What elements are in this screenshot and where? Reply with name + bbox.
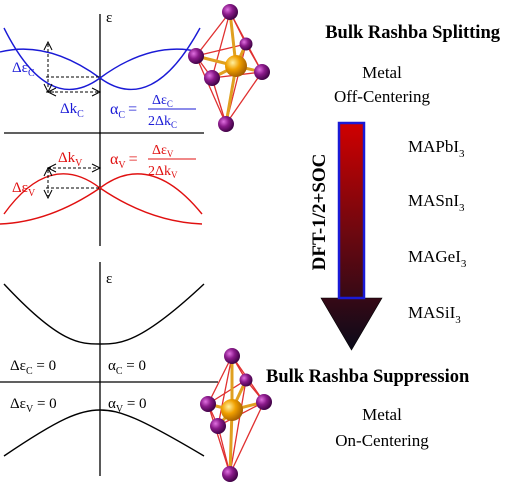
bottom-delta-ev-label: ΔεV = 0 — [10, 396, 57, 415]
iodide-atom-right — [254, 64, 270, 80]
bottom-alpha-c-label: αC = 0 — [108, 358, 146, 377]
iodide-atom-back-2 — [239, 373, 253, 387]
iodide-atom-front — [204, 70, 220, 86]
material-magei3: MAGeI3 — [408, 247, 467, 270]
valence-band-right — [0, 173, 203, 225]
label-on-centering: On-Centering — [335, 431, 429, 450]
title-bulk-rashba-suppression: Bulk Rashba Suppression — [266, 367, 470, 387]
arrow-method-label: DFT-1/2+SOC — [309, 154, 330, 271]
conduction-fraction-numerator: ΔεC — [152, 93, 173, 109]
bottom-axis-label: ε — [106, 271, 112, 287]
octahedron-off-centered — [188, 4, 270, 132]
conduction-alpha-label: αC= — [110, 101, 137, 121]
iodide-atom-front-2 — [210, 418, 226, 434]
conduction-delta-e-label: ΔεC — [12, 60, 35, 79]
top-axis-label: ε — [106, 10, 112, 26]
label-off-centering: Off-Centering — [334, 87, 430, 106]
iodide-atom-left — [188, 48, 204, 64]
iodide-atom-bottom-2 — [222, 466, 238, 482]
material-list: MAPbI3 MASnI3 MAGeI3 MASiI3 — [408, 137, 467, 326]
trend-arrow — [320, 122, 383, 351]
material-masni3: MASnI3 — [408, 191, 465, 214]
conduction-band-right — [0, 27, 201, 91]
valence-delta-k-label: ΔkV — [58, 150, 83, 169]
octahedron-on-centered — [200, 348, 272, 482]
bottom-conduction-band — [3, 283, 205, 345]
title-bulk-rashba-splitting: Bulk Rashba Splitting — [325, 23, 501, 43]
label-metal-bottom: Metal — [362, 405, 402, 424]
bottom-valence-band — [3, 409, 205, 457]
trend-arrow-border — [337, 121, 366, 300]
valence-delta-e-label: ΔεV — [12, 180, 36, 199]
iodide-atom-top-2 — [224, 348, 240, 364]
iodide-atom-bottom — [218, 116, 234, 132]
conduction-delta-k-label: ΔkC — [60, 101, 84, 120]
bottom-band-panel: ε ΔεC = 0 αC = 0 ΔεV = 0 αV = 0 — [0, 262, 218, 476]
bottom-delta-ec-label: ΔεC = 0 — [10, 358, 56, 377]
bottom-alpha-v-label: αV = 0 — [108, 396, 147, 415]
material-masii3: MASiI3 — [408, 303, 461, 326]
metal-atom-center — [225, 55, 247, 77]
iodide-atom-left-2 — [200, 396, 216, 412]
metal-atom-center-2 — [221, 399, 243, 421]
top-band-panel: ε ΔεC ΔkC αC= ΔεC 2ΔkC ΔkV ΔεV αV= ΔεV — [0, 10, 204, 246]
conduction-fraction-denominator: 2ΔkC — [148, 114, 177, 130]
label-metal-top: Metal — [362, 63, 402, 82]
material-mapbi3: MAPbI3 — [408, 137, 465, 160]
iodide-atom-back — [239, 37, 253, 51]
iodide-atom-top — [222, 4, 238, 20]
valence-fraction-denominator: 2ΔkV — [148, 164, 178, 180]
valence-fraction-numerator: ΔεV — [152, 143, 174, 159]
iodide-atom-right-2 — [256, 394, 272, 410]
valence-alpha-label: αV= — [110, 151, 138, 171]
